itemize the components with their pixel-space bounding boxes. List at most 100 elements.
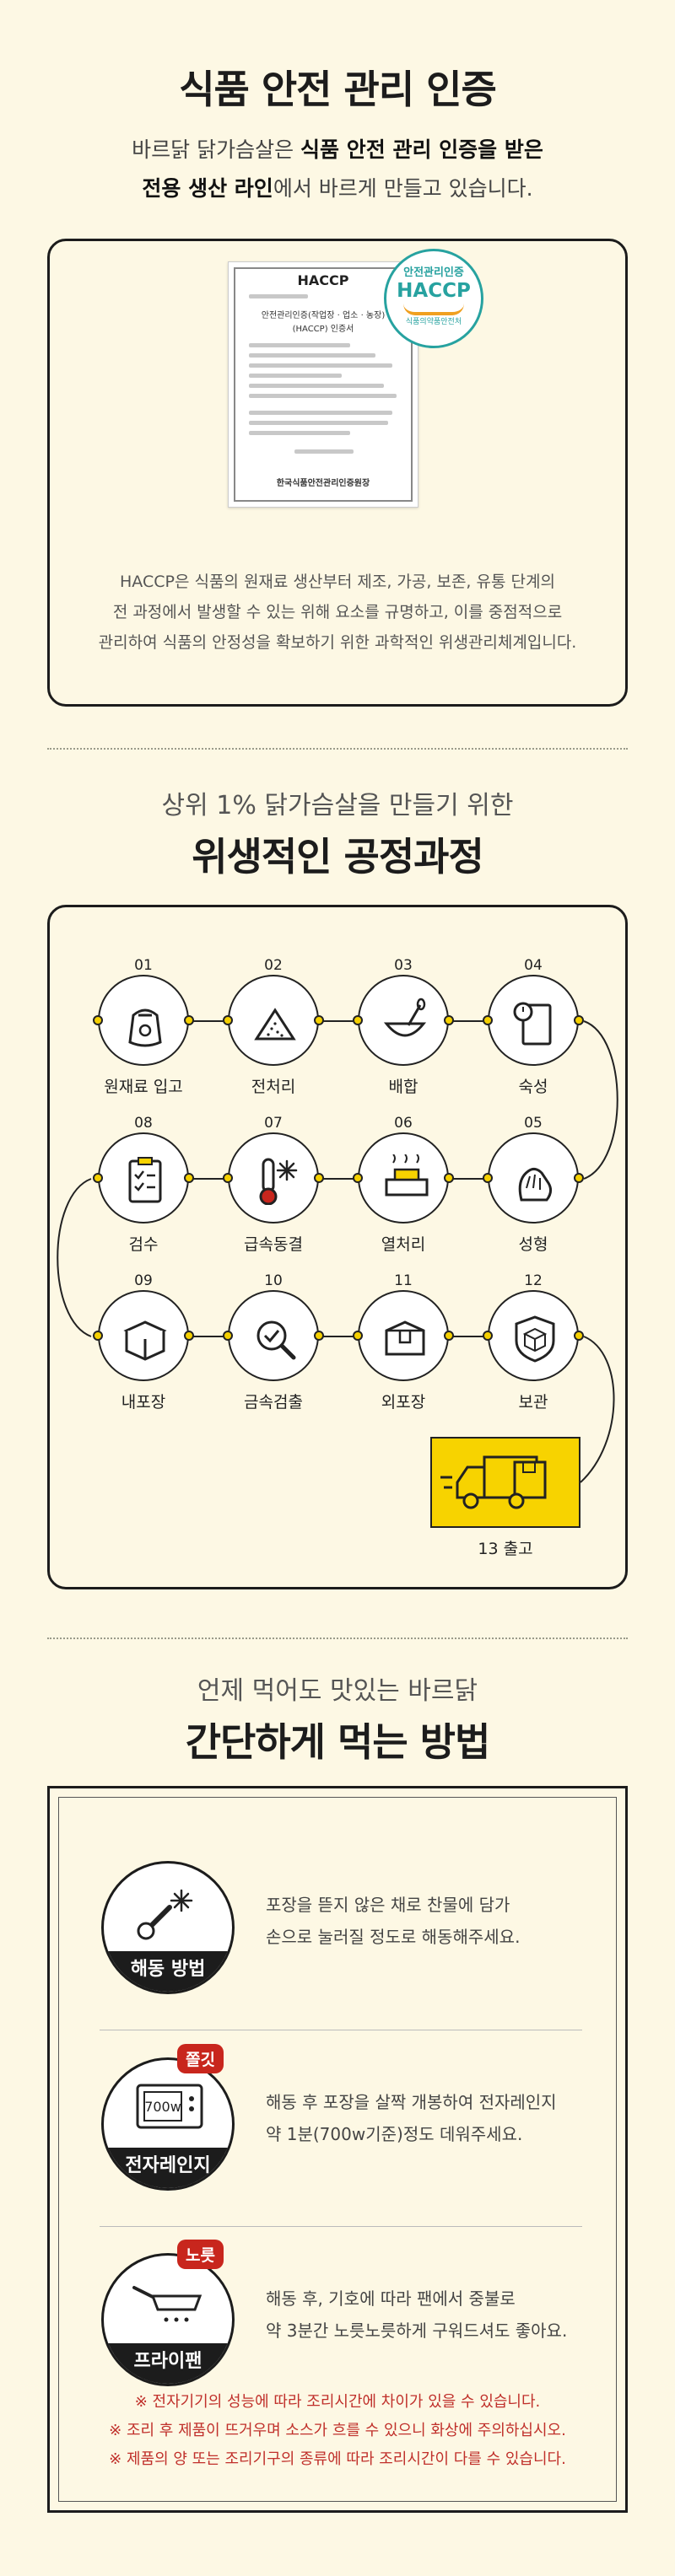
step-label: 열처리 (381, 1235, 426, 1254)
frying-pan-icon (132, 2286, 202, 2322)
step-5-icon (518, 1167, 553, 1202)
badge-line-3: 식품의약품안전처 (405, 318, 462, 326)
microwave-watt-label: 700w (144, 2099, 181, 2115)
subtitle-post: 에서 바르게 만들고 있습니다. (273, 176, 533, 201)
connector-dot (93, 1173, 103, 1183)
connector-dot (314, 1173, 324, 1183)
connector-dot (353, 1331, 363, 1341)
connector-dot (444, 1331, 454, 1341)
cert-title: HACCP (297, 272, 349, 288)
connector-dot (184, 1173, 194, 1183)
pan-method-label: 프라이팬 (104, 2343, 232, 2384)
microwave-method-circle: 700w 전자레인지 (101, 2057, 235, 2191)
step-11-circle (358, 1290, 449, 1381)
cooking-notes: ※ 전자기기의 성능에 따라 조리시간에 차이가 있을 수 있습니다. ※ 조리… (59, 2388, 616, 2474)
step-label: 보관 (518, 1393, 548, 1412)
subtitle-pre: 바르닭 닭가슴살은 (132, 137, 301, 162)
step-number: 09 (134, 1272, 153, 1289)
thaw-method-label: 해동 방법 (104, 1951, 232, 1992)
step-10-circle (228, 1290, 319, 1381)
connector-dot (483, 1015, 493, 1025)
method-line: 약 3분간 노릇노릇하게 구워드셔도 좋아요. (266, 2321, 568, 2341)
final-step-label: 13 출고 (478, 1540, 533, 1558)
connector-dot (574, 1173, 584, 1183)
connector-dot (184, 1331, 194, 1341)
divider (47, 748, 628, 750)
subtitle-bold-2: 전용 생산 라인 (142, 176, 273, 201)
process-connector-curves (57, 1020, 618, 1483)
connector-dot (93, 1015, 103, 1025)
step-3-icon (383, 998, 427, 1037)
step-7-icon (259, 1158, 298, 1205)
method-line: 해동 후 포장을 살짝 개봉하여 전자레인지 (266, 2092, 557, 2112)
thermometer-snow-icon (137, 1889, 193, 1940)
step-2-circle (228, 975, 319, 1066)
step-label: 전처리 (251, 1078, 296, 1096)
golden-badge: 노릇 (177, 2240, 224, 2269)
connector-dot (223, 1331, 233, 1341)
step-3-circle (358, 975, 449, 1066)
step-12-icon (515, 1315, 555, 1363)
cert-heading-2: (HACCP) 인증서 (292, 325, 354, 334)
connector-dot (574, 1015, 584, 1025)
step-label: 성형 (518, 1235, 548, 1254)
step-number: 08 (134, 1115, 153, 1132)
step-6-icon (385, 1154, 429, 1197)
connector-dot (314, 1331, 324, 1341)
step-label: 검수 (128, 1235, 159, 1254)
step-11-icon (385, 1320, 425, 1356)
note-line: ※ 제품의 양 또는 조리기구의 종류에 따라 조리시간이 다를 수 있습니다. (109, 2450, 566, 2468)
method-line: 해동 후, 기호에 따라 팬에서 중불로 (266, 2288, 516, 2309)
connector-dot (444, 1015, 454, 1025)
step-1-icon (128, 1008, 162, 1047)
connector-dot (574, 1331, 584, 1341)
step-9-circle (98, 1290, 189, 1381)
connector-dot (314, 1015, 324, 1025)
connector-dot (483, 1331, 493, 1341)
thaw-method-text: 포장을 뜯지 않은 채로 찬물에 담가 손으로 눌러질 정도로 해동해주세요. (266, 1889, 520, 1953)
connector-dot (184, 1015, 194, 1025)
how-to-card: 해동 방법 포장을 뜯지 않은 채로 찬물에 담가 손으로 눌러질 정도로 해동… (47, 1786, 628, 2513)
step-8-circle (98, 1132, 189, 1223)
description-line: HACCP은 식품의 원재료 생산부터 제조, 가공, 보존, 유통 단계의 (120, 573, 555, 591)
step-9-icon (123, 1320, 167, 1361)
haccp-subtitle: 바르닭 닭가슴살은 식품 안전 관리 인증을 받은 전용 생산 라인에서 바르게… (0, 131, 675, 208)
step-8-icon (128, 1157, 162, 1203)
step-label: 급속동결 (244, 1235, 303, 1254)
method-line: 손으로 눌러질 정도로 해동해주세요. (266, 1927, 521, 1947)
connector-dot (223, 1173, 233, 1183)
step-number: 05 (524, 1115, 543, 1132)
step-7-circle (228, 1132, 319, 1223)
cert-heading: 안전관리인증(작업장 · 업소 · 농장) (261, 311, 386, 320)
step-label: 금속검출 (244, 1393, 303, 1412)
connector-dot (223, 1015, 233, 1025)
connector-dot (353, 1015, 363, 1025)
chewy-badge: 쫄깃 (177, 2044, 224, 2073)
haccp-badge: 안전관리인증 HACCP 식품의약품안전처 (384, 249, 483, 348)
step-4-icon (513, 1002, 552, 1046)
step-label: 숙성 (518, 1078, 548, 1096)
step-number: 03 (394, 957, 413, 974)
cert-issuer: 한국식품안전관리인증원장 (276, 479, 370, 488)
step-label: 원재료 입고 (104, 1078, 183, 1096)
step-number: 01 (134, 957, 153, 974)
step-number: 02 (264, 957, 283, 974)
step-4-circle (488, 975, 579, 1066)
how-to-subtitle: 언제 먹어도 맛있는 바르닭 (197, 1676, 478, 1706)
step-5-circle (488, 1132, 579, 1223)
step-label: 외포장 (381, 1393, 426, 1412)
subtitle-bold-1: 식품 안전 관리 인증을 받은 (300, 137, 543, 162)
connector-dot (483, 1173, 493, 1183)
note-line: ※ 조리 후 제품이 뜨거우며 소스가 흐를 수 있으니 화상에 주의하십시오. (109, 2422, 566, 2439)
badge-line-1: 안전관리인증 (403, 266, 464, 279)
step-1-circle (98, 975, 189, 1066)
method-line: 약 1분(700w기준)정도 데워주세요. (266, 2124, 523, 2144)
step-number: 06 (394, 1115, 413, 1132)
step-number: 07 (264, 1115, 283, 1132)
method-line: 포장을 뜯지 않은 채로 찬물에 담가 (266, 1895, 510, 1915)
step-6-circle (358, 1132, 449, 1223)
truck-icon (440, 1455, 547, 1509)
step-number: 10 (264, 1272, 283, 1289)
step-10-icon (256, 1320, 296, 1360)
description-line: 관리하여 식품의 안정성을 확보하기 위한 과학적인 위생관리체계입니다. (98, 633, 577, 652)
